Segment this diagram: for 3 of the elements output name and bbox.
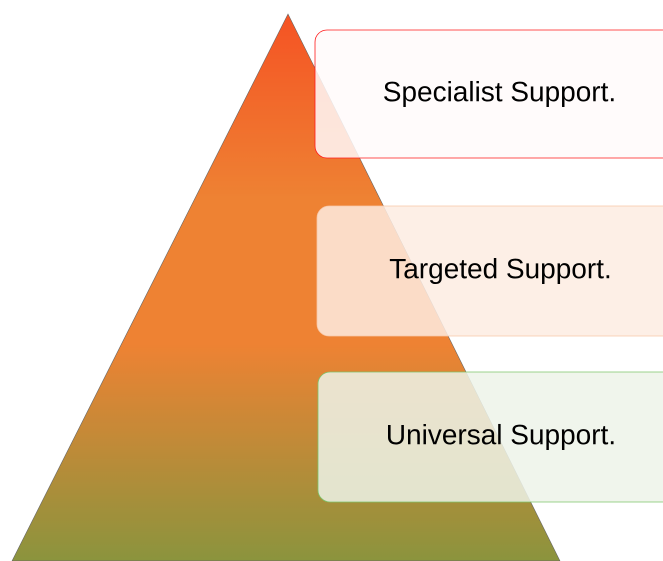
- level-box: Targeted Support.: [316, 206, 663, 336]
- level-box: Universal Support.: [318, 372, 663, 502]
- level-box: Specialist Support.: [314, 30, 663, 158]
